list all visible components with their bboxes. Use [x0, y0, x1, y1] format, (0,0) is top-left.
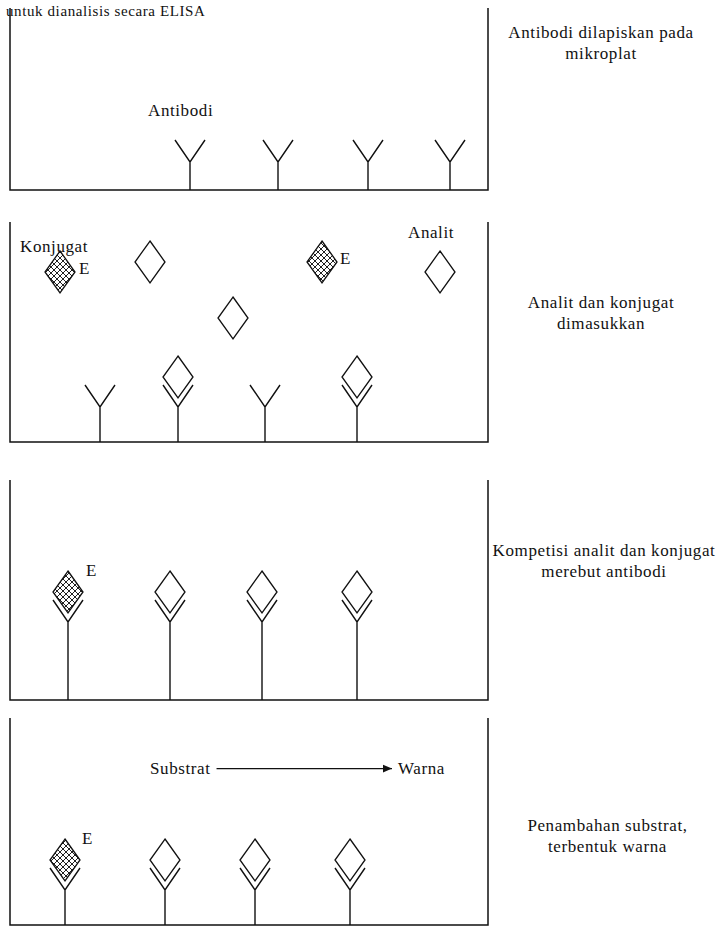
part-name: Analit [408, 222, 454, 243]
microplate-well [10, 8, 488, 925]
antibody [155, 600, 185, 700]
analyte [163, 356, 193, 398]
enzyme-conjugate [53, 571, 83, 613]
enzyme-conjugate [50, 839, 80, 881]
enzyme-mark: E [82, 828, 93, 849]
enzyme-mark: E [79, 258, 90, 279]
step-description: Analit dan konjugat dimasukkan [505, 292, 697, 335]
analyte [240, 839, 270, 881]
antibody [435, 140, 465, 190]
antibody [85, 385, 115, 442]
analyte [425, 251, 455, 293]
analyte [335, 839, 365, 881]
reaction-arrow [217, 768, 392, 769]
step-description: Antibodi dilapiskan pada mikroplat [505, 22, 697, 65]
analyte [155, 571, 185, 613]
analyte [135, 241, 165, 283]
antibody [175, 140, 205, 190]
enzyme-mark: E [340, 248, 351, 269]
antibody [247, 600, 277, 700]
antibody [342, 600, 372, 700]
step-description: Kompetisi analit dan konjugat merebut an… [490, 540, 718, 583]
enzyme-mark: E [86, 560, 97, 581]
step-description: Penambahan substrat, terbentuk warna [505, 815, 710, 858]
enzyme-conjugate [307, 241, 337, 283]
analyte [218, 297, 248, 339]
part-name: Warna [398, 758, 445, 779]
analyte [342, 571, 372, 613]
part-name: Konjugat [20, 236, 88, 257]
analyte [247, 571, 277, 613]
part-name: Substrat [150, 758, 211, 779]
antibody [250, 385, 280, 442]
caption-text: untuk dianalisis secara ELISA [6, 2, 205, 21]
analyte [150, 839, 180, 881]
antibody [353, 140, 383, 190]
part-name: Antibodi [148, 100, 213, 121]
antibody [53, 600, 83, 700]
antibody-and-antigen-figures [45, 140, 465, 925]
analyte [342, 356, 372, 398]
antibody [263, 140, 293, 190]
enzyme-conjugate [45, 251, 75, 293]
